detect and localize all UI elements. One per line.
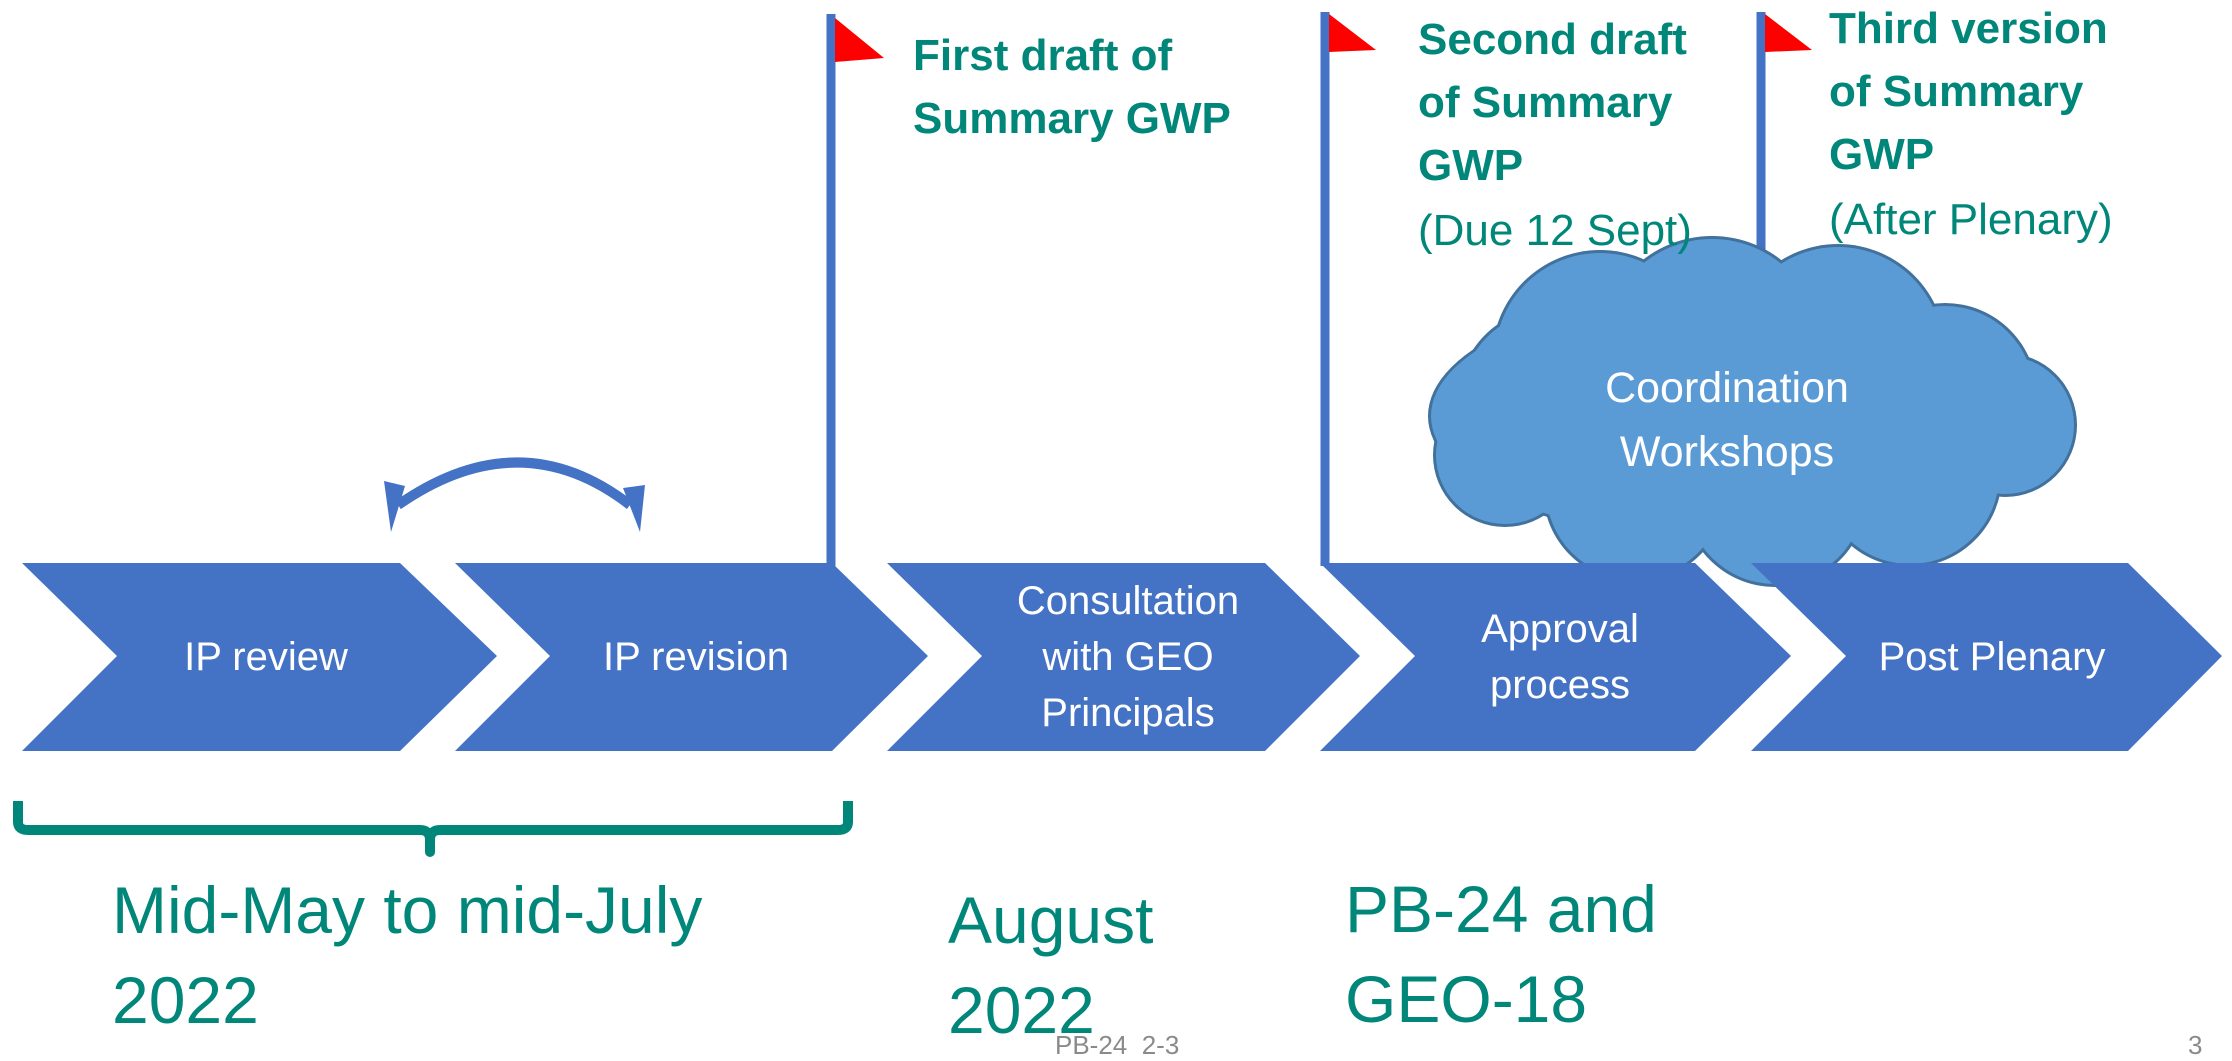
chevron-approval (1320, 563, 1791, 751)
chevron-ip-revision (455, 563, 928, 751)
period-mid-may-to-mid-july: Mid-May to mid-July 2022 (112, 873, 703, 1037)
stage-chevrons (22, 563, 2222, 751)
milestone-second-note: (Due 12 Sept) (1418, 206, 1692, 255)
period-pb24-geo18: PB-24 and GEO-18 (1345, 872, 1657, 1036)
flag-icon-third (1765, 14, 1812, 52)
footer-slide-ref: PB-24 2-3 (1055, 1030, 1180, 1060)
milestone-third-note: (After Plenary) (1829, 195, 2113, 244)
stage-label-ip-revision: IP revision (602, 635, 789, 679)
footer-page-number: 3 (2188, 1030, 2203, 1060)
period-august: August 2022 (948, 883, 1154, 1047)
stage-label-approval: Approval process (1481, 607, 1639, 707)
stage-label-post-plenary: Post Plenary (1878, 635, 2106, 679)
chevron-ip-review (22, 563, 497, 751)
chevron-consultation (887, 563, 1360, 751)
chevron-post-plenary (1751, 563, 2222, 751)
stage-label-ip-review: IP review (184, 635, 348, 679)
coordination-cloud (1428, 236, 2077, 587)
iteration-arrow-icon (384, 457, 645, 532)
cloud-label: Coordination Workshops (1605, 364, 1849, 476)
milestone-first-title: First draft of Summary GWP (913, 31, 1231, 143)
flag-icon-second (1329, 14, 1376, 52)
flags (835, 14, 1812, 62)
milestone-second-title: Second draft of Summary GWP (1418, 15, 1687, 190)
period-brace (13, 801, 853, 857)
flag-icon-first (835, 18, 884, 62)
stage-label-consultation: Consultation with GEO Principals (1016, 579, 1240, 735)
milestone-third-title: Third version of Summary GWP (1829, 4, 2108, 179)
